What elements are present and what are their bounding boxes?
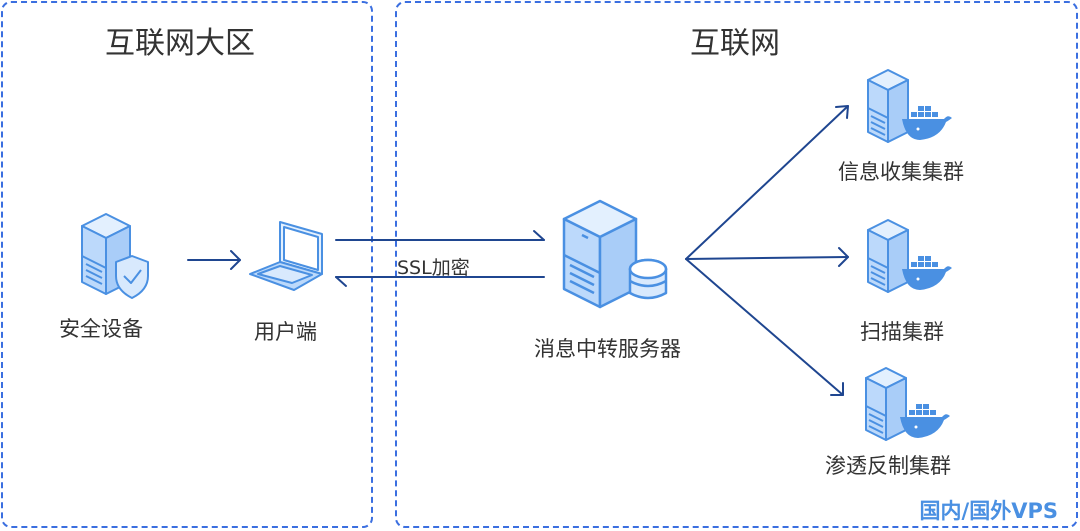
- info-cluster-label: 信息收集集群: [838, 160, 964, 184]
- pentest-cluster-label: 渗透反制集群: [825, 454, 951, 478]
- zone-internet-region-title: 互联网大区: [105, 26, 255, 61]
- zone-internet-title: 互联网: [690, 26, 780, 61]
- edge-relay-to-scan-cluster: [685, 247, 849, 267]
- laptop-icon: [249, 221, 323, 291]
- security-device-label: 安全设备: [59, 317, 143, 341]
- edge-relay-to-info-cluster: [685, 105, 849, 260]
- edge-user-to-relay: [335, 230, 545, 241]
- vps-tag: 国内/国外VPS: [919, 499, 1058, 523]
- server-docker-icon: [867, 219, 952, 293]
- zone-internet-region: [1, 1, 373, 528]
- server-database-icon: [562, 199, 668, 309]
- server-docker-icon: [867, 69, 952, 143]
- zone-internet: [395, 1, 1078, 528]
- server-shield-icon: [81, 213, 149, 299]
- edge-relay-to-user: [335, 276, 545, 287]
- relay-server-label: 消息中转服务器: [534, 337, 681, 361]
- user-client-label: 用户端: [254, 320, 317, 344]
- edge-relay-to-pentest-cluster: [685, 258, 844, 396]
- edge-security-to-user: [187, 250, 241, 270]
- ssl-encryption-label: SSL加密: [397, 257, 470, 279]
- scan-cluster-label: 扫描集群: [860, 320, 944, 344]
- server-docker-icon: [865, 367, 950, 441]
